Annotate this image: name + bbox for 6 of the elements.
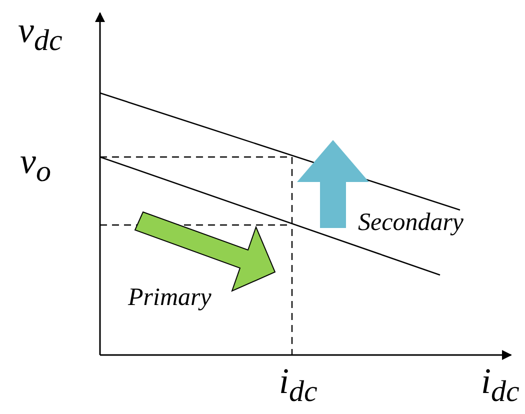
axis-label: i$_{dc}$: [481, 363, 520, 408]
axis-label: i$_{dc}$: [279, 363, 318, 408]
curve-label: Secondary: [358, 210, 464, 235]
axis-label: v$_{o}$: [20, 143, 51, 188]
axis-label: v$_{dc}$: [18, 12, 62, 56]
curve-label: Primary: [128, 285, 212, 310]
